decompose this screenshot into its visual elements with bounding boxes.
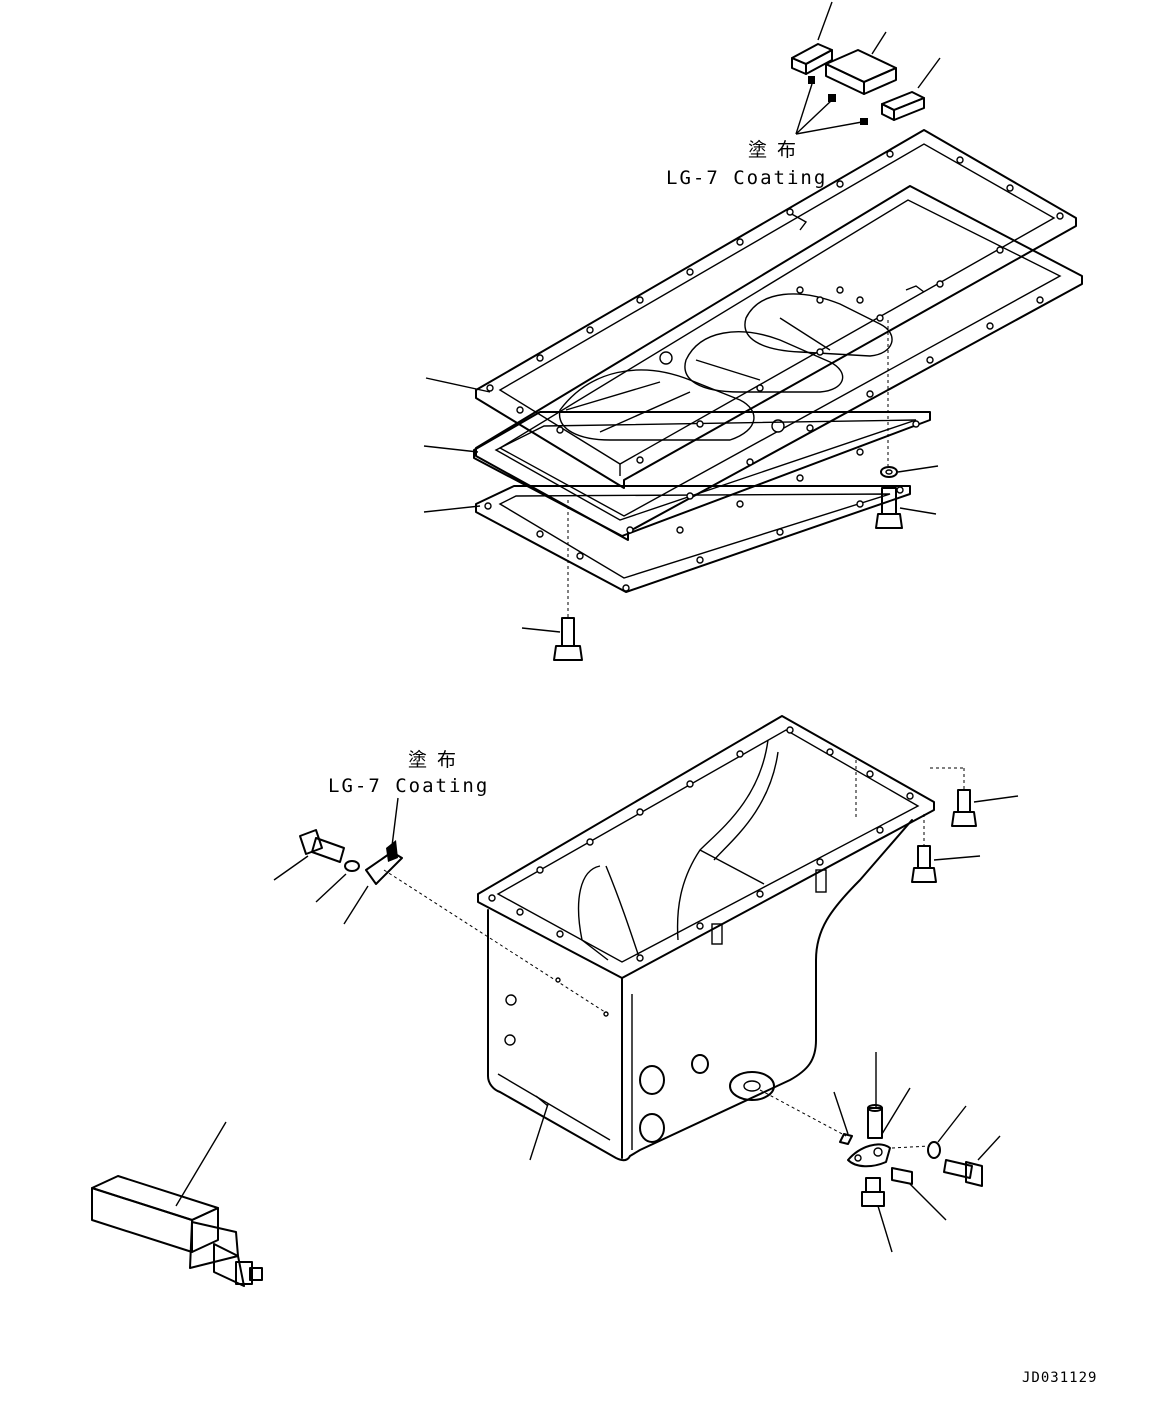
coating-top-en-label: LG-7 Coating [666, 167, 827, 189]
dipstick-bracket [343, 797, 609, 1015]
coating-mid-jp-label: 塗布 [408, 748, 466, 771]
upper-gasket-plate [475, 129, 1077, 489]
top-spacer-blocks [791, 1, 941, 135]
plate-mounting-bolt [521, 500, 583, 661]
right-washer-and-bolt [875, 320, 939, 529]
leader-middle-plate [423, 445, 479, 453]
leader-upper-gasket [425, 377, 491, 393]
service-tool [91, 1121, 263, 1287]
plate-bolt-holes [484, 150, 1064, 592]
coating-mid-en-label: LG-7 Coating [328, 775, 489, 797]
drawing-code: JD031129 [1022, 1370, 1097, 1386]
coating-top-jp-label: 塗布 [748, 138, 806, 161]
lower-gasket [473, 411, 931, 537]
bottom-gasket [475, 485, 911, 593]
leader-bottom-gasket [423, 505, 481, 513]
drain-valve-assembly [759, 1052, 1001, 1253]
pan-top-right-bolts [911, 767, 1019, 883]
left-bolt-washer [273, 829, 360, 903]
oil-pan-body [477, 715, 935, 1162]
middle-plate-with-windows [475, 185, 1083, 541]
